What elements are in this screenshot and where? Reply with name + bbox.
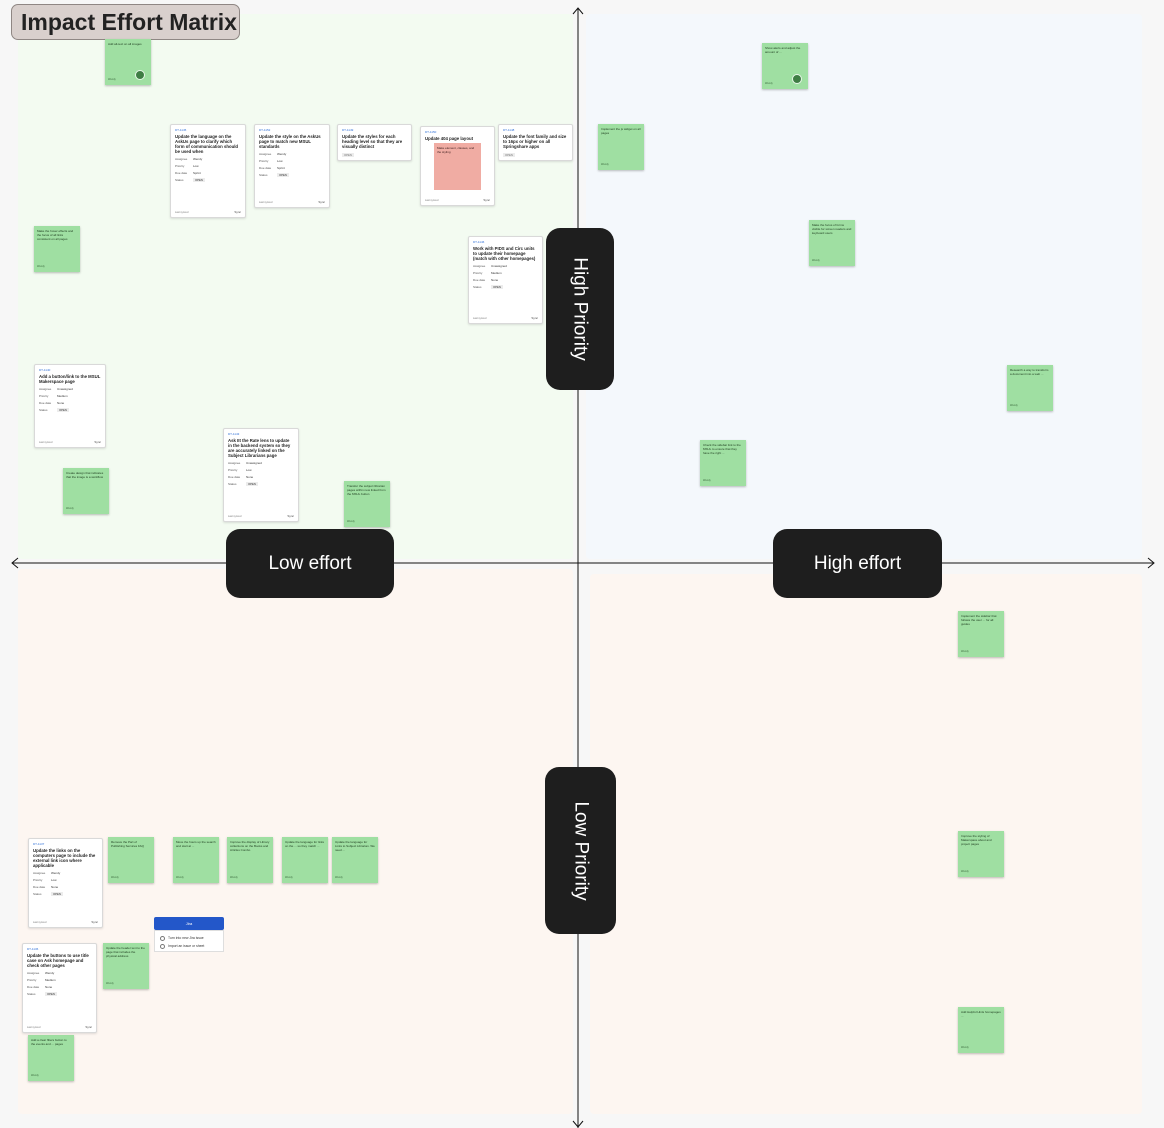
low-effort-label[interactable]: Low effort — [226, 529, 394, 598]
quadrant-high-priority-high-effort — [586, 14, 1142, 559]
sync-button[interactable]: Sync — [94, 440, 101, 444]
sync-button[interactable]: Sync — [85, 1025, 92, 1029]
sticky-note[interactable]: Remove the Part of Publishing Services F… — [108, 837, 154, 883]
sync-button[interactable]: Sync — [531, 316, 538, 320]
sticky-note[interactable]: Add Helpful Hints homepages ...Wendy — [958, 1007, 1004, 1053]
red-sticky-note[interactable]: Make element, classes, and the styling — [434, 143, 481, 190]
jira-card[interactable]: DT-1152 Update the style on the AskUs pa… — [254, 124, 330, 208]
jira-card[interactable]: DT-1149 Update the styles for each headi… — [337, 124, 412, 161]
avatar — [792, 74, 802, 84]
sticky-note[interactable]: Make the focus of forms visible for scre… — [809, 220, 855, 266]
sticky-note[interactable]: Improve the styling of Makerspace about … — [958, 831, 1004, 877]
sticky-note[interactable]: Check the sidebar link to the MSUL to en… — [700, 440, 746, 486]
sticky-note[interactable]: Create design that indicates that the im… — [63, 468, 109, 514]
sticky-note[interactable]: Add a clear filters button to the events… — [28, 1035, 74, 1081]
sync-button[interactable]: Sync — [91, 920, 98, 924]
menu-item-new-issue[interactable]: Turn into new Jira issue — [160, 934, 218, 942]
jira-card[interactable]: DT-1140 Add a button/link to the MSUL Ma… — [34, 364, 106, 448]
sticky-note[interactable]: Update the language for Links to Subject… — [332, 837, 378, 883]
quadrant-low-priority-high-effort — [590, 574, 1142, 1114]
high-priority-label[interactable]: High Priority — [546, 228, 614, 390]
sticky-note[interactable]: Improve the display of Library collectio… — [227, 837, 273, 883]
sticky-note[interactable]: Transfer the subject librarian pages wit… — [344, 481, 390, 527]
sync-button[interactable]: Sync — [318, 200, 325, 204]
jira-card[interactable]: DT-1143 Ask IIt the Rate lens to update … — [223, 428, 299, 522]
jira-card[interactable]: DT-1145 Update the language on the AskUs… — [170, 124, 246, 218]
jira-button[interactable]: Jira — [154, 917, 224, 930]
jira-card[interactable]: DT-1148 Update the font family and size … — [498, 124, 573, 161]
sticky-note[interactable]: Implement the sidebar that follows the u… — [958, 611, 1004, 657]
sticky-note[interactable]: Research a way to transform a document i… — [1007, 365, 1053, 411]
sync-button[interactable]: Sync — [483, 198, 490, 202]
board-title[interactable]: Impact Effort Matrix — [11, 4, 240, 40]
sticky-note[interactable]: Update the header text to the page that … — [103, 943, 149, 989]
high-effort-label[interactable]: High effort — [773, 529, 942, 598]
sticky-note[interactable]: Move the hours up the search and start a… — [173, 837, 219, 883]
sync-button[interactable]: Sync — [287, 514, 294, 518]
sticky-note[interactable]: Make the hover effects and the focus of … — [34, 226, 80, 272]
low-priority-label[interactable]: Low Priority — [545, 767, 616, 934]
jira-options-menu: Turn into new Jira issue Import an issue… — [154, 930, 224, 952]
menu-item-import[interactable]: Import an issue or sheet — [160, 942, 218, 950]
sticky-note[interactable]: Show alerts and adjust the amount of ...… — [762, 43, 808, 89]
jira-card[interactable]: DT-1137 Update the links on the computer… — [28, 838, 103, 928]
jira-card[interactable]: DT-1136 Update the buttons to use title … — [22, 943, 97, 1033]
jira-card[interactable]: DT-1146 Work with PIDS and Circ units to… — [468, 236, 543, 324]
sticky-note[interactable]: Update the language for links on the ...… — [282, 837, 328, 883]
sync-button[interactable]: Sync — [234, 210, 241, 214]
avatar — [135, 70, 145, 80]
